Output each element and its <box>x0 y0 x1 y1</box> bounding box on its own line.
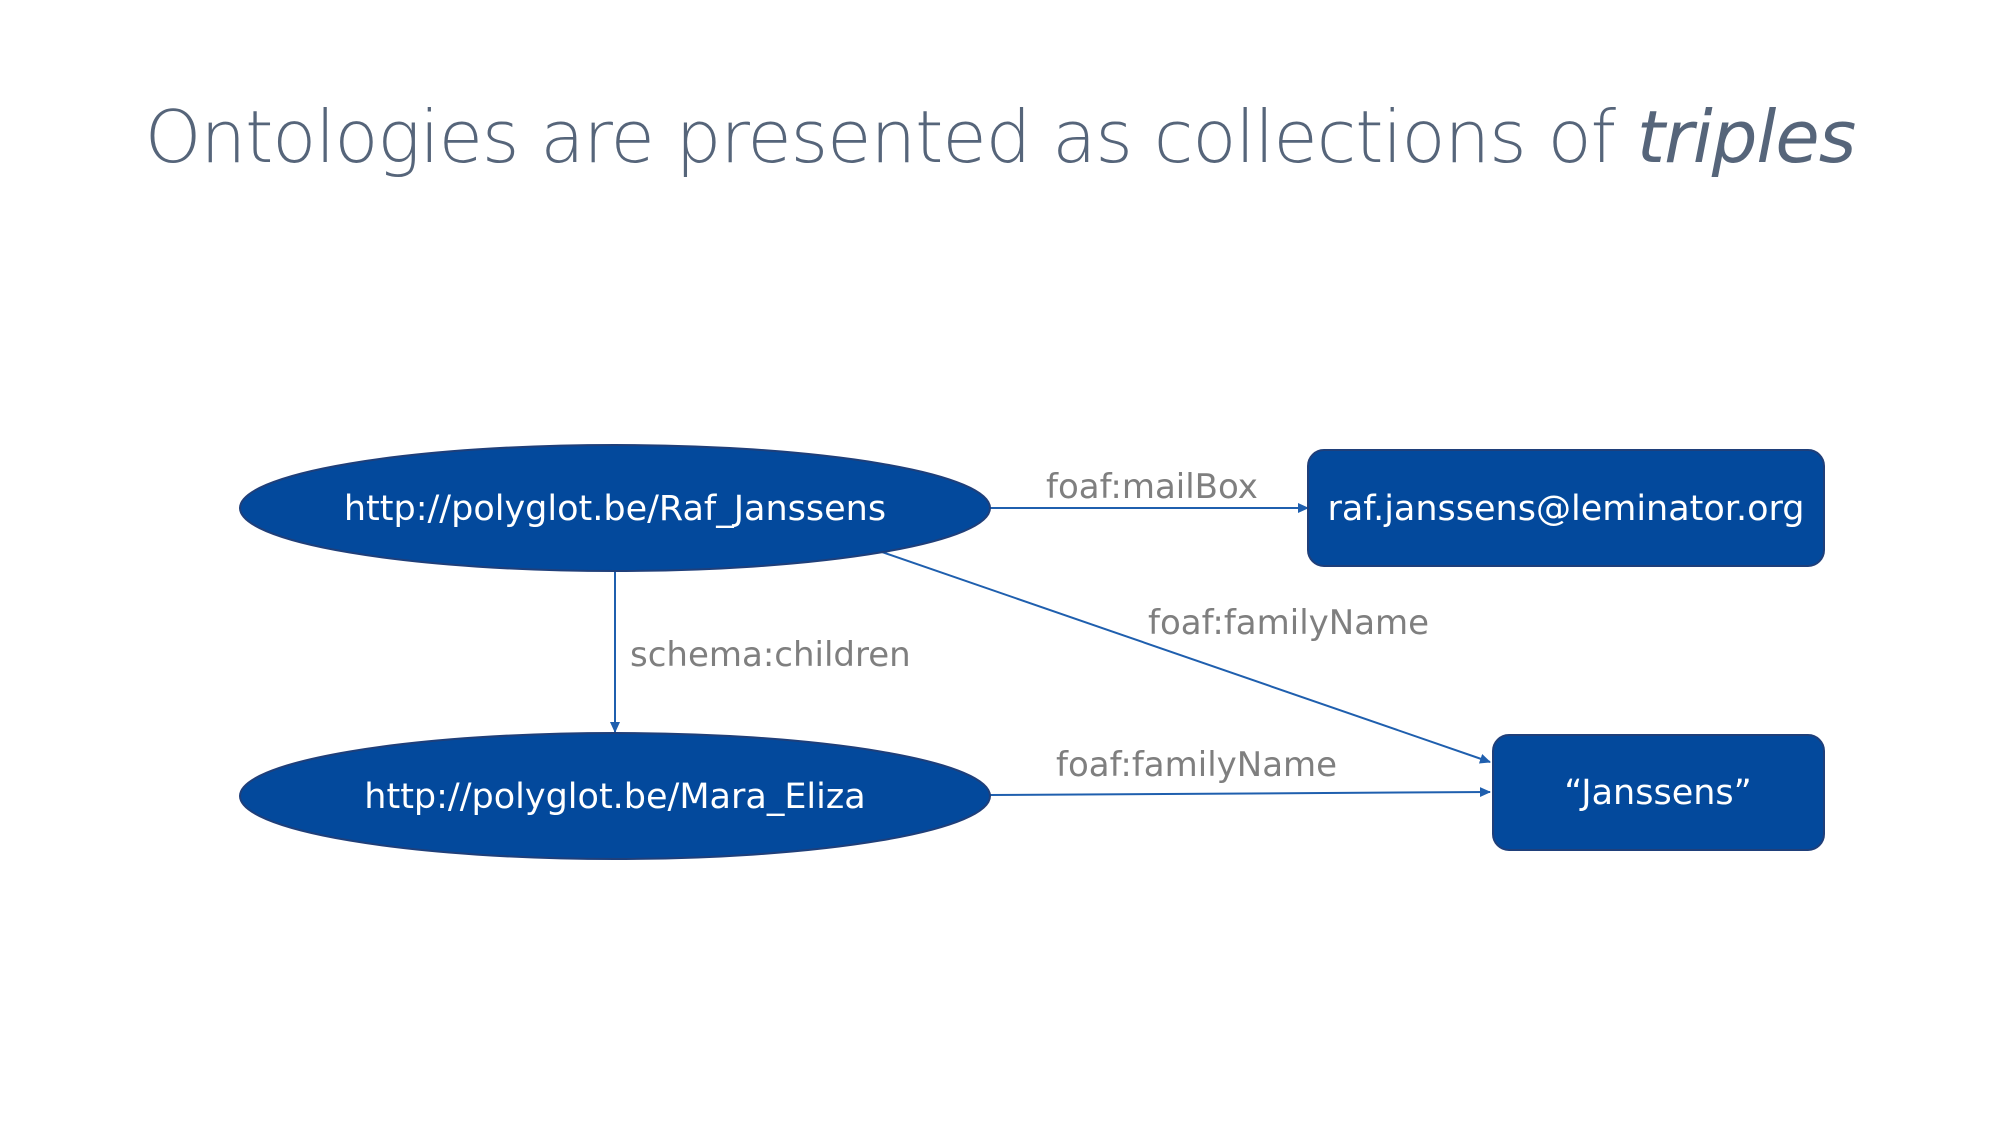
edge-label-family-name-raf: foaf:familyName <box>1148 603 1429 643</box>
edge-label-family-name-mara: foaf:familyName <box>1056 745 1337 785</box>
edge-label-children: schema:children <box>630 635 911 675</box>
edge-family-name-mara <box>989 787 1491 798</box>
node-email: raf.janssens@leminator.org <box>1307 449 1825 567</box>
node-family-literal: “Janssens” <box>1492 734 1825 851</box>
node-family-literal-label: “Janssens” <box>1564 773 1752 813</box>
slide-title: Ontologies are presented as collections … <box>0 95 2000 179</box>
node-mara-eliza: http://polyglot.be/Mara_Eliza <box>239 732 991 860</box>
edge-label-mailbox: foaf:mailBox <box>1046 467 1258 507</box>
node-raf-janssens: http://polyglot.be/Raf_Janssens <box>239 444 991 572</box>
node-mara-eliza-label: http://polyglot.be/Mara_Eliza <box>364 777 865 817</box>
title-main: Ontologies are presented as collections … <box>144 95 1637 179</box>
node-raf-janssens-label: http://polyglot.be/Raf_Janssens <box>344 489 886 529</box>
edge-family-name-raf <box>881 551 1491 764</box>
node-email-label: raf.janssens@leminator.org <box>1327 489 1804 529</box>
title-emphasis: triples <box>1636 95 1856 179</box>
